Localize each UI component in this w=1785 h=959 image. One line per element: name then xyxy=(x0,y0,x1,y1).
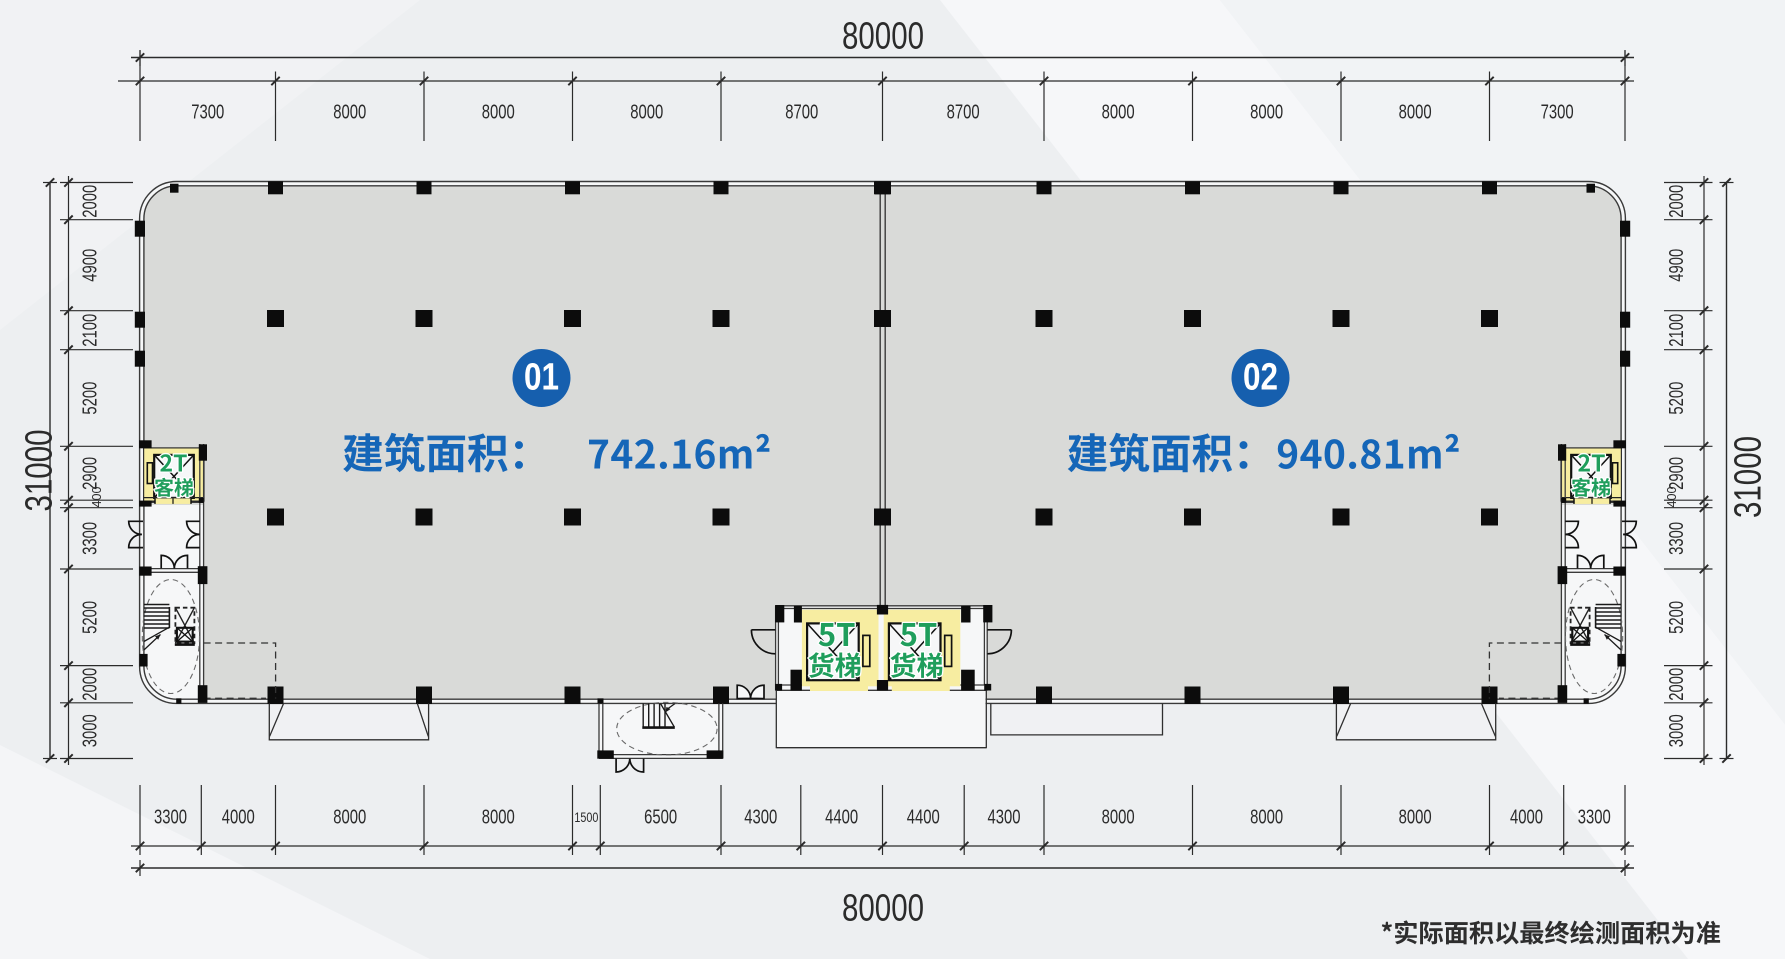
svg-text:4000: 4000 xyxy=(222,806,255,829)
svg-text:5200: 5200 xyxy=(1665,382,1688,415)
svg-text:4300: 4300 xyxy=(988,806,1021,829)
svg-text:8700: 8700 xyxy=(785,101,818,124)
svg-text:3300: 3300 xyxy=(79,522,102,555)
svg-text:8000: 8000 xyxy=(1399,101,1432,124)
svg-text:2900: 2900 xyxy=(1665,457,1688,490)
svg-text:8000: 8000 xyxy=(333,101,366,124)
svg-text:8000: 8000 xyxy=(1250,806,1283,829)
svg-text:5200: 5200 xyxy=(1665,601,1688,634)
svg-text:2000: 2000 xyxy=(1665,668,1688,701)
svg-text:80000: 80000 xyxy=(842,888,924,930)
svg-text:3300: 3300 xyxy=(1665,522,1688,555)
svg-text:2000: 2000 xyxy=(1665,185,1688,218)
svg-text:400: 400 xyxy=(89,487,104,508)
svg-text:400: 400 xyxy=(1664,487,1679,508)
svg-text:8000: 8000 xyxy=(1250,101,1283,124)
svg-text:4000: 4000 xyxy=(1510,806,1543,829)
svg-text:7300: 7300 xyxy=(191,101,224,124)
svg-text:2100: 2100 xyxy=(1665,314,1688,347)
svg-text:7300: 7300 xyxy=(1541,101,1574,124)
svg-text:80000: 80000 xyxy=(842,16,924,58)
svg-text:2100: 2100 xyxy=(79,314,102,347)
svg-text:4900: 4900 xyxy=(79,249,102,282)
svg-text:8000: 8000 xyxy=(482,806,515,829)
svg-text:8000: 8000 xyxy=(630,101,663,124)
svg-text:3000: 3000 xyxy=(1665,714,1688,747)
svg-text:5200: 5200 xyxy=(79,601,102,634)
svg-text:2000: 2000 xyxy=(79,185,102,218)
svg-text:02: 02 xyxy=(1243,357,1278,399)
svg-text:4400: 4400 xyxy=(907,806,940,829)
svg-text:4300: 4300 xyxy=(744,806,777,829)
svg-text:31000: 31000 xyxy=(19,430,61,512)
svg-text:3300: 3300 xyxy=(1578,806,1611,829)
svg-text:8700: 8700 xyxy=(947,101,980,124)
svg-text:8000: 8000 xyxy=(1102,806,1135,829)
svg-text:3000: 3000 xyxy=(79,714,102,747)
svg-text:2000: 2000 xyxy=(79,668,102,701)
svg-text:5200: 5200 xyxy=(79,382,102,415)
svg-text:4900: 4900 xyxy=(1665,249,1688,282)
svg-text:8000: 8000 xyxy=(482,101,515,124)
svg-text:6500: 6500 xyxy=(644,806,677,829)
svg-text:8000: 8000 xyxy=(1102,101,1135,124)
svg-text:4400: 4400 xyxy=(825,806,858,829)
svg-text:2900: 2900 xyxy=(79,457,102,490)
svg-text:1500: 1500 xyxy=(574,810,598,825)
svg-text:3300: 3300 xyxy=(154,806,187,829)
svg-text:31000: 31000 xyxy=(1728,436,1770,518)
svg-text:8000: 8000 xyxy=(1399,806,1432,829)
svg-text:01: 01 xyxy=(524,357,559,399)
svg-text:8000: 8000 xyxy=(333,806,366,829)
